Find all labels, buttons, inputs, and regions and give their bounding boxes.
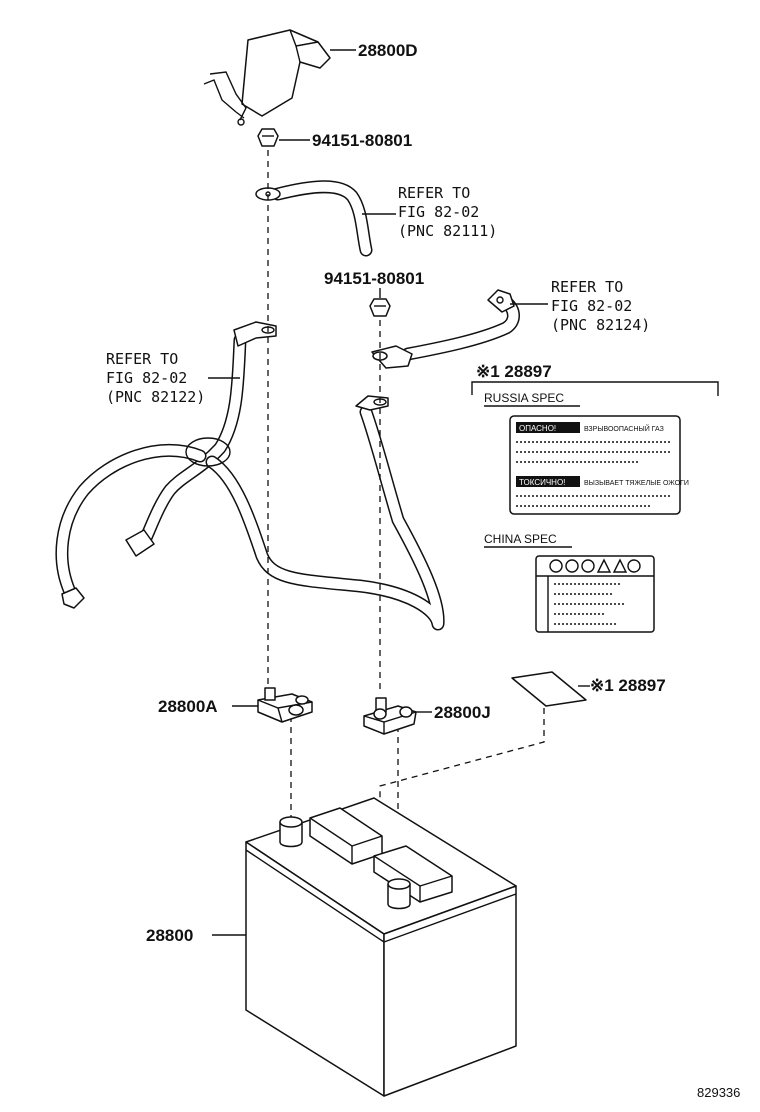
russia-spec-title: RUSSIA SPEC xyxy=(484,391,564,405)
nut-mid[interactable] xyxy=(369,298,391,317)
label-28897-single: ※1 28897 xyxy=(590,676,666,695)
nut-top[interactable] xyxy=(257,128,279,147)
terminal-clamp-28800a[interactable] xyxy=(257,687,313,723)
figure-number: 829336 xyxy=(697,1085,740,1100)
svg-text:ВЫЗЫВАЕТ ТЯЖЕЛЫЕ ОЖОГИ: ВЫЗЫВАЕТ ТЯЖЕЛЫЕ ОЖОГИ xyxy=(584,480,689,487)
cable-pnc-82111[interactable] xyxy=(255,180,373,257)
refer-82122-line1: REFER TO xyxy=(106,350,178,368)
china-spec-title: CHINA SPEC xyxy=(484,532,557,546)
refer-82122-line3: (PNC 82122) xyxy=(106,388,205,406)
refer-82111-line2: FIG 82-02 xyxy=(398,203,479,221)
label-nut-mid: 94151-80801 xyxy=(324,269,424,288)
russia-warning-label: ОПАСНО! ВЗРЫВООПАСНЫЙ ГАЗ ТОКСИЧНО! ВЫЗЫ… xyxy=(509,415,689,515)
label-28800j: 28800J xyxy=(434,703,491,722)
terminal-clamp-28800j[interactable] xyxy=(363,697,417,735)
terminal-cover-28800d[interactable] xyxy=(203,29,331,126)
cable-pnc-82124[interactable] xyxy=(371,289,520,369)
china-warning-label xyxy=(535,555,655,633)
svg-text:ВЗРЫВООПАСНЫЙ ГАЗ: ВЗРЫВООПАСНЫЙ ГАЗ xyxy=(584,424,664,433)
svg-text:ОПАСНО!: ОПАСНО! xyxy=(519,424,556,433)
battery-28800[interactable] xyxy=(245,797,517,1097)
label-28800: 28800 xyxy=(146,926,193,945)
label-28800d: 28800D xyxy=(358,41,418,60)
refer-82111-line1: REFER TO xyxy=(398,184,470,202)
label-sheet-28897[interactable] xyxy=(511,671,587,707)
label-28897-set: ※1 28897 xyxy=(476,362,552,381)
refer-82124-line3: (PNC 82124) xyxy=(551,316,650,334)
label-28800a: 28800A xyxy=(158,697,218,716)
refer-82124-line1: REFER TO xyxy=(551,278,623,296)
refer-82122-line2: FIG 82-02 xyxy=(106,369,187,387)
refer-82124-line2: FIG 82-02 xyxy=(551,297,632,315)
cable-pnc-82122[interactable] xyxy=(55,321,445,631)
refer-82111-line3: (PNC 82111) xyxy=(398,222,497,240)
svg-text:ТОКСИЧНО!: ТОКСИЧНО! xyxy=(519,478,565,487)
label-nut-top: 94151-80801 xyxy=(312,131,412,150)
